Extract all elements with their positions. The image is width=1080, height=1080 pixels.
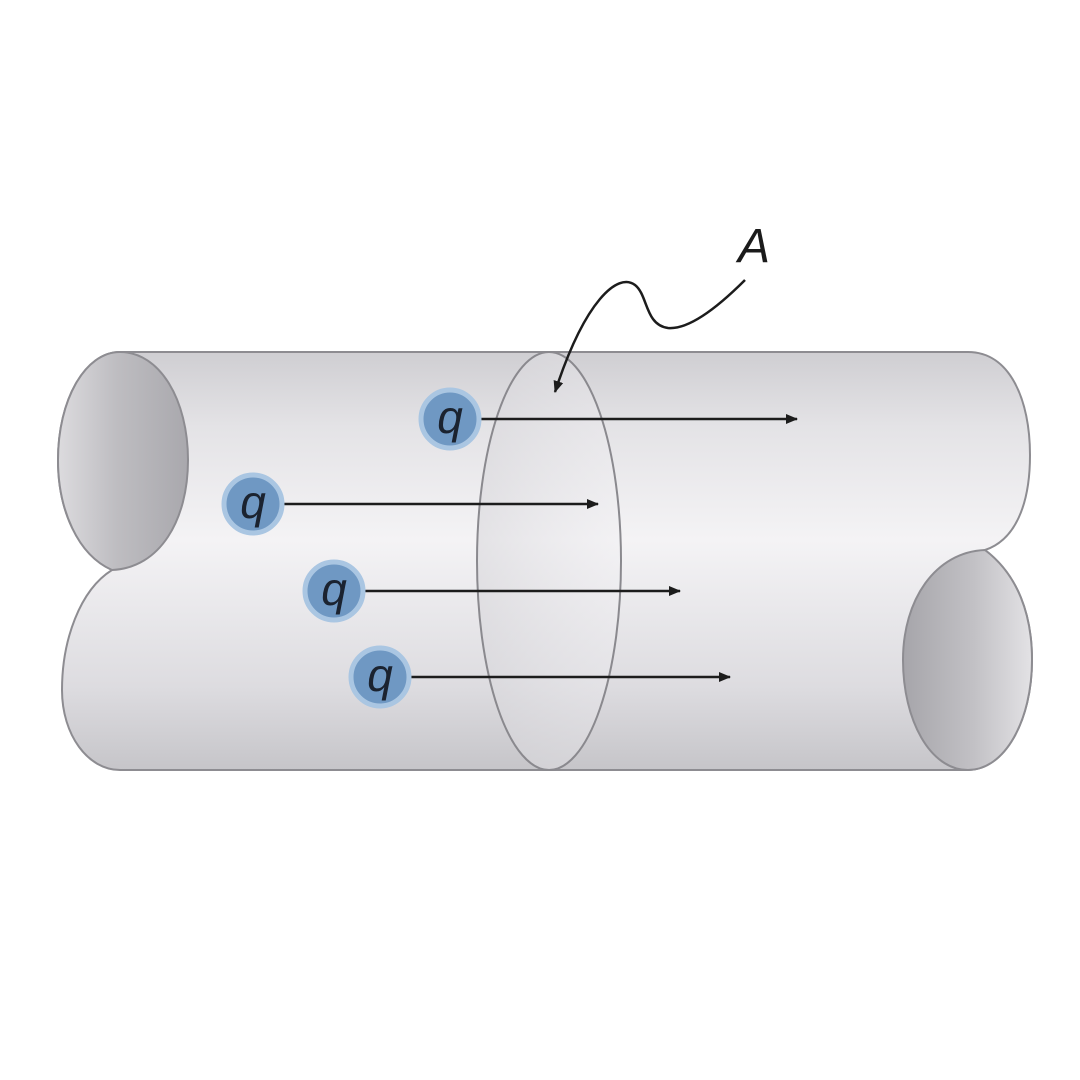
charge-label: q	[240, 476, 266, 528]
charge-circle	[221, 472, 285, 536]
charge-label: q	[437, 391, 463, 443]
charge-1: q	[418, 387, 798, 451]
cross-section-area	[476, 351, 622, 771]
charge-label: q	[321, 563, 347, 615]
charge-circle	[348, 645, 412, 709]
charge-4: q	[348, 645, 731, 709]
cylinder-right-end	[901, 548, 1034, 772]
area-pointer-arrow	[553, 279, 746, 393]
cylinder-left-end	[56, 350, 190, 572]
area-label: A	[735, 220, 770, 273]
charge-2: q	[221, 472, 599, 536]
charge-label: q	[367, 649, 393, 701]
charge-circle	[302, 559, 366, 623]
charge-circle	[418, 387, 482, 451]
charge-3: q	[302, 559, 681, 623]
cylinder	[56, 350, 1034, 772]
charge-group: q q q q	[221, 387, 798, 709]
area-callout: A	[553, 220, 770, 393]
